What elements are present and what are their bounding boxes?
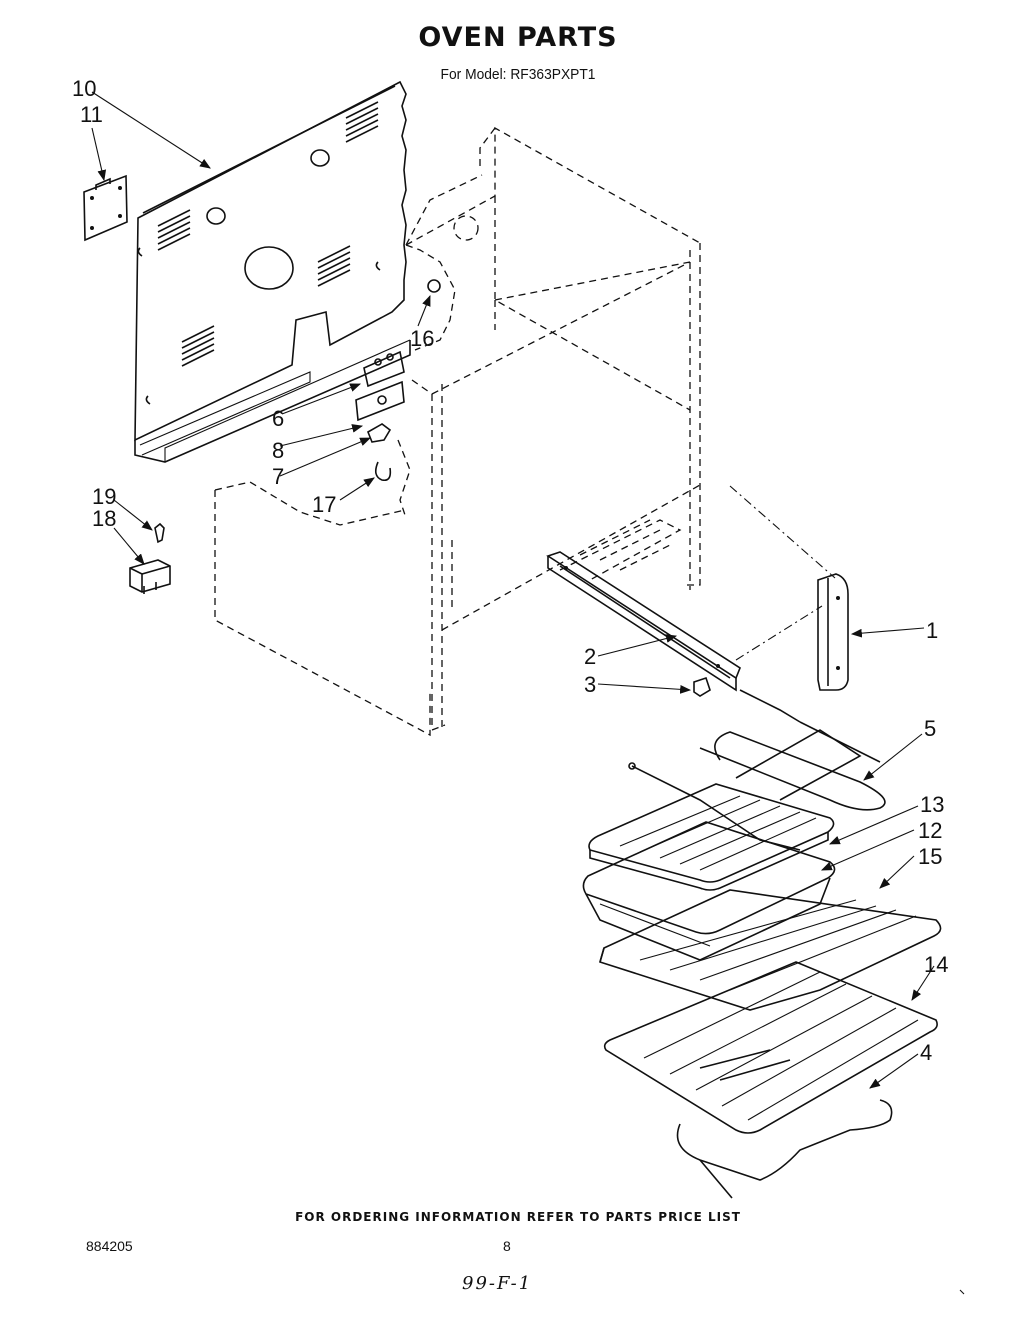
callout-7: 7 <box>272 464 284 489</box>
document-number: 884205 <box>86 1238 133 1254</box>
callout-17: 17 <box>312 492 336 517</box>
callout-4: 4 <box>920 1040 932 1065</box>
callout-5: 5 <box>924 716 936 741</box>
leader-arrows <box>91 91 935 1089</box>
vent-bracket-part <box>817 573 849 691</box>
switch-part <box>129 522 171 594</box>
model-subtitle: For Model: RF363PXPT1 <box>440 66 596 83</box>
oven-rail-part <box>546 551 741 692</box>
callout-12: 12 <box>918 818 942 843</box>
callout-14: 14 <box>924 952 948 977</box>
broil-pan-part <box>582 783 836 961</box>
scan-mark <box>959 1289 965 1295</box>
rear-panel-part <box>134 80 411 463</box>
callout-15: 15 <box>918 844 942 869</box>
callout-10: 10 <box>72 76 96 101</box>
callout-16: 16 <box>410 326 434 351</box>
callout-19: 19 <box>92 484 116 509</box>
clip-part <box>693 676 711 697</box>
small-hardware-parts <box>355 279 441 482</box>
oven-cabinet-frame <box>214 126 836 737</box>
page-title: OVEN PARTS <box>418 22 618 53</box>
broil-element-part <box>676 1049 893 1199</box>
callout-13: 13 <box>920 792 944 817</box>
callout-2: 2 <box>584 644 596 669</box>
page-number: 8 <box>503 1238 511 1254</box>
callout-8: 8 <box>272 438 284 463</box>
vent-slots <box>157 101 379 367</box>
handwritten-note: 99-F-1 <box>462 1273 533 1294</box>
callout-18: 18 <box>92 506 116 531</box>
ordering-note: FOR ORDERING INFORMATION REFER TO PARTS … <box>295 1210 741 1224</box>
cover-plate-part <box>83 174 128 242</box>
oven-rack-part <box>599 889 942 1011</box>
oven-rack-lower-part <box>603 961 938 1134</box>
callout-6: 6 <box>272 406 284 431</box>
callout-3: 3 <box>584 672 596 697</box>
callout-1: 1 <box>926 618 938 643</box>
callout-11: 11 <box>80 102 103 127</box>
